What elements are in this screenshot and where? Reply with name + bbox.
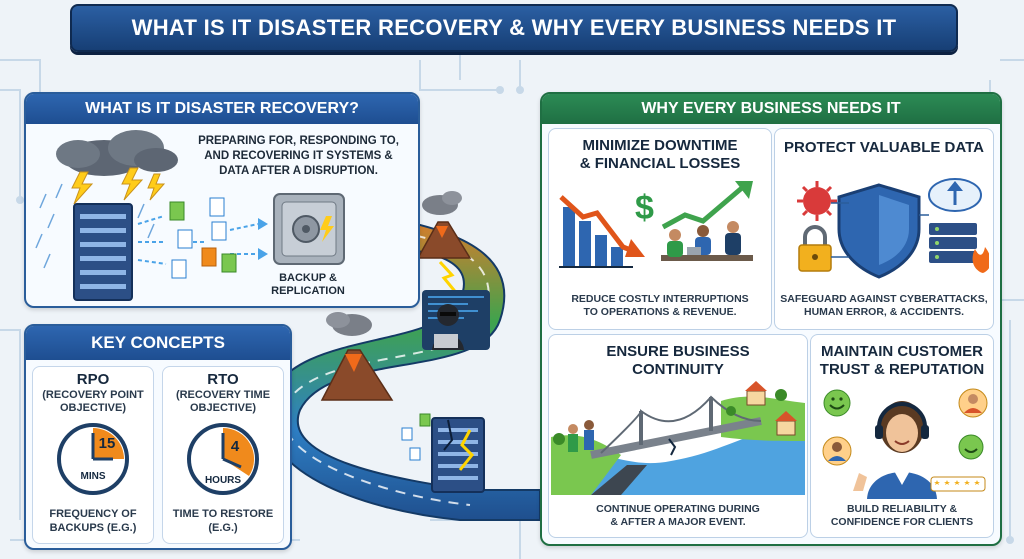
people-handshake-icon xyxy=(568,420,594,452)
rpo-clock-value: 15 xyxy=(99,435,116,452)
rating-stars-icon xyxy=(930,476,986,492)
rain-icon xyxy=(35,183,155,269)
smiley-icon xyxy=(823,389,851,417)
why-panel: WHY EVERY BUSINESS NEEDS IT MINIMIZE DOW… xyxy=(540,92,1002,546)
road-lightning-icon xyxy=(438,260,460,296)
card-protect-data: PROTECT VALUABLE DATA xyxy=(774,128,994,330)
fire-icon xyxy=(972,247,989,273)
cracked-server-icon xyxy=(431,417,485,493)
customer-avatar-icon xyxy=(822,388,988,466)
storm-cloud-icon xyxy=(56,130,178,205)
why-header: WHY EVERY BUSINESS NEEDS IT xyxy=(542,94,1000,124)
rpo-clock-unit: MINS xyxy=(81,471,106,482)
volcano-icon xyxy=(416,191,472,259)
card-3-title: ENSURE BUSINESS CONTINUITY xyxy=(606,343,750,378)
bar-chart-icon xyxy=(559,207,633,268)
smiley-icon-2 xyxy=(958,434,984,460)
what-is-description: PREPARING FOR, RESPONDING TO, AND RECOVE… xyxy=(198,135,399,177)
rto-title: RTO xyxy=(207,371,239,388)
key-concepts-panel: KEY CONCEPTS RPO (RECOVERY POINT OBJECTI… xyxy=(24,324,292,550)
virus-icon xyxy=(797,181,837,221)
houses-icon xyxy=(745,381,797,436)
card-4-title: MAINTAIN CUSTOMER TRUST & REPUTATION xyxy=(819,343,985,378)
card-customer-trust: MAINTAIN CUSTOMER TRUST & REPUTATION xyxy=(810,334,994,538)
rto-subtitle: (RECOVERY TIME OBJECTIVE) xyxy=(175,389,271,414)
rpo-footer: FREQUENCY OF BACKUPS (E.G.) xyxy=(49,508,137,534)
safe-icon xyxy=(273,193,345,265)
title-banner: WHAT IS IT DISASTER RECOVERY & WHY EVERY… xyxy=(70,4,958,52)
card-2-title: PROTECT VALUABLE DATA xyxy=(784,139,984,156)
business-people-icon xyxy=(661,221,753,261)
card-minimize-downtime: MINIMIZE DOWNTIME & FINANCIAL LOSSES $ xyxy=(548,128,772,330)
down-arrow-icon xyxy=(559,195,634,254)
rpo-clock-icon: 15 MINS xyxy=(57,423,129,495)
card-2-desc: SAFEGUARD AGAINST CYBERATTACKS, HUMAN ER… xyxy=(780,293,988,318)
server-icon xyxy=(73,203,133,301)
what-is-illustration xyxy=(35,130,345,301)
rto-clock-value: 4 xyxy=(231,438,240,455)
shield-icon xyxy=(837,183,921,279)
support-agent-icon xyxy=(853,401,937,499)
rto-clock-unit: HOURS xyxy=(205,475,241,486)
cloud-upload-icon xyxy=(928,178,982,212)
page-title: WHAT IS IT DISASTER RECOVERY & WHY EVERY… xyxy=(131,15,897,40)
rto-box: RTO (RECOVERY TIME OBJECTIVE) 4 HOURS TI… xyxy=(162,366,284,544)
rto-clock-icon: 4 HOURS xyxy=(187,423,259,495)
downtime-illustration: $ xyxy=(559,181,753,268)
dollar-icon: $ xyxy=(635,189,654,227)
card-1-desc: REDUCE COSTLY INTERRUPTIONS TO OPERATION… xyxy=(571,293,749,318)
document-icons xyxy=(169,197,237,279)
protect-data-illustration xyxy=(797,178,989,279)
card-3-desc: CONTINUE OPERATING DURING & AFTER A MAJO… xyxy=(596,503,760,528)
rpo-box: RPO (RECOVERY POINT OBJECTIVE) 15 MINS F… xyxy=(32,366,154,544)
volcano-icon-2 xyxy=(320,312,394,401)
card-4-desc: BUILD RELIABILITY & CONFIDENCE FOR CLIEN… xyxy=(830,503,974,528)
card-1-title: MINIMIZE DOWNTIME & FINANCIAL LOSSES xyxy=(579,137,741,172)
customer-trust-illustration xyxy=(822,388,988,499)
rpo-subtitle: (RECOVERY POINT OBJECTIVE) xyxy=(42,389,144,414)
padlock-icon xyxy=(798,225,832,272)
rto-footer: TIME TO RESTORE (E.G.) xyxy=(172,508,274,534)
continuity-illustration xyxy=(551,381,805,495)
card-business-continuity: ENSURE BUSINESS CONTINUITY xyxy=(548,334,808,538)
what-is-panel: WHAT IS IT DISASTER RECOVERY? xyxy=(24,92,420,308)
database-server-icon xyxy=(929,223,977,263)
backup-replication-label: BACKUP & REPLICATION xyxy=(271,272,345,297)
what-is-header: WHAT IS IT DISASTER RECOVERY? xyxy=(26,94,418,124)
key-concepts-header: KEY CONCEPTS xyxy=(26,326,290,360)
up-arrow-icon xyxy=(661,185,745,230)
hacker-icon xyxy=(422,290,490,350)
rpo-title: RPO xyxy=(76,371,110,388)
